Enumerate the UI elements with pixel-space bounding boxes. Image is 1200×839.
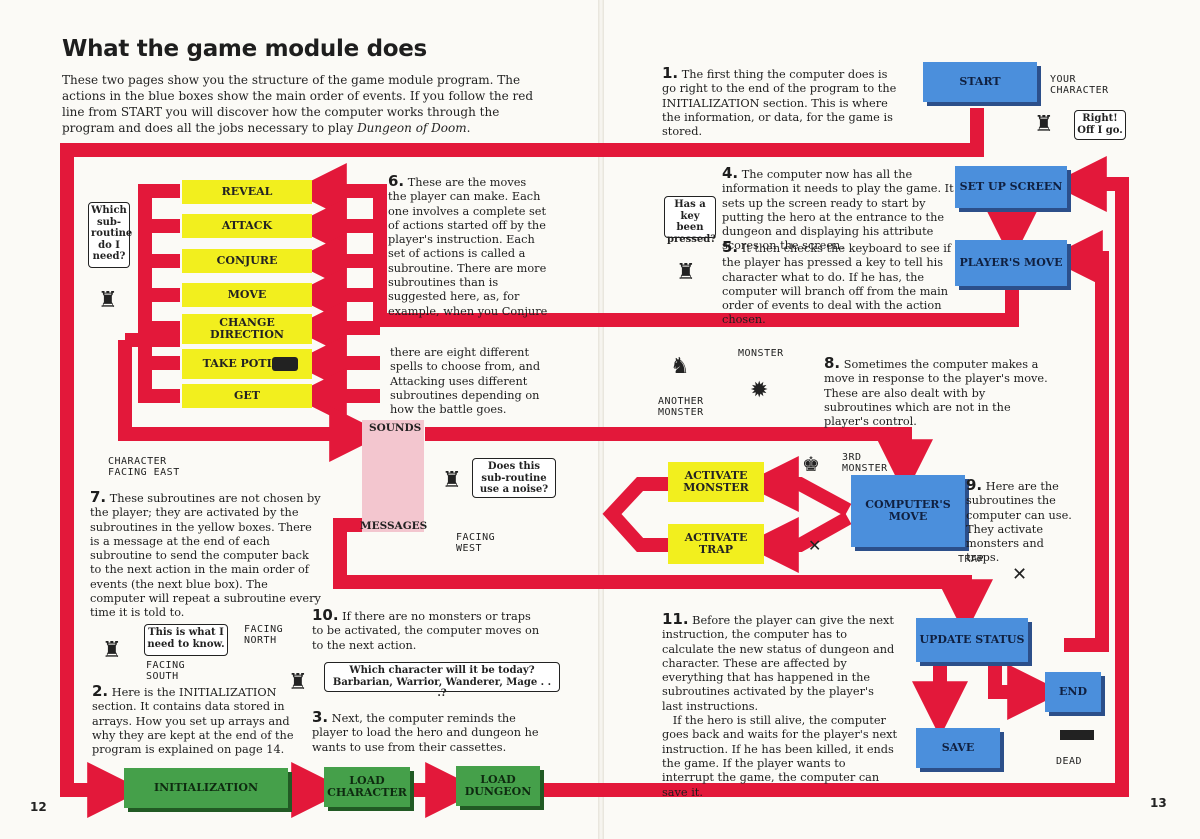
flow-update-to-end bbox=[988, 662, 1064, 720]
subroutine-move: MOVE bbox=[182, 283, 312, 307]
monster-icon: ✹ bbox=[750, 378, 769, 403]
flow-to-computers-move bbox=[425, 427, 933, 496]
note-7: 7. These subroutines are not chosen by t… bbox=[90, 488, 321, 620]
label-facing-west: FACING WEST bbox=[456, 532, 496, 554]
save-box: SAVE bbox=[916, 728, 1000, 768]
activate-trap-box: ACTIVATE TRAP bbox=[668, 524, 764, 564]
note-10: 10. If there are no monsters or traps to… bbox=[312, 606, 540, 652]
end-box: END bbox=[1045, 672, 1101, 712]
dead-character-icon bbox=[1060, 730, 1094, 740]
load-character-box: LOAD CHARACTER bbox=[324, 767, 410, 807]
character-east-icon: ♜ bbox=[98, 288, 118, 313]
potion-icon bbox=[272, 357, 298, 371]
flow-to-activate-trap bbox=[742, 511, 852, 573]
start-box: START bbox=[923, 62, 1037, 102]
note-1: 1. The first thing the computer does is … bbox=[662, 64, 897, 139]
label-facing-north: FACING NORTH bbox=[244, 624, 284, 646]
note-4: 4. The computer now has all the informat… bbox=[722, 164, 954, 253]
label-third-monster: 3RD MONSTER bbox=[842, 452, 888, 474]
character-north-icon: ♜ bbox=[288, 670, 308, 695]
note-9: 9. Here are the subroutines the computer… bbox=[966, 476, 1072, 565]
activate-monster-box: ACTIVATE MONSTER bbox=[668, 462, 764, 502]
setup-screen-box: SET UP SCREEN bbox=[955, 166, 1067, 208]
label-another-monster: ANOTHER MONSTER bbox=[658, 396, 704, 418]
update-status-box: UPDATE STATUS bbox=[916, 618, 1028, 662]
another-monster-icon: ♞ bbox=[670, 354, 690, 379]
your-character-icon: ♜ bbox=[1034, 112, 1054, 137]
page-title: What the game module does bbox=[62, 36, 427, 62]
trap-2-icon: ✕ bbox=[1012, 564, 1028, 585]
third-monster-icon: ♚ bbox=[802, 452, 820, 476]
sounds-label: SOUNDS bbox=[369, 422, 422, 434]
subroutine-attack: ATTACK bbox=[182, 214, 312, 238]
subroutine-conjure: CONJURE bbox=[182, 249, 312, 273]
messages-label: MESSAGES bbox=[360, 520, 428, 532]
bubble-noise: Does this sub-routine use a noise? bbox=[472, 458, 556, 498]
bubble-right-off-i-go: Right! Off I go. bbox=[1074, 110, 1126, 140]
subroutine-change-direction: CHANGE DIRECTION bbox=[182, 314, 312, 344]
note-5: 5. It then checks the keyboard to see if… bbox=[722, 238, 952, 327]
label-trap: TRAP bbox=[958, 554, 985, 565]
page-number-left: 12 bbox=[30, 800, 47, 814]
initialization-box: INITIALIZATION bbox=[124, 768, 288, 808]
label-monster: MONSTER bbox=[738, 348, 784, 359]
note-8: 8. Sometimes the computer makes a move i… bbox=[824, 354, 1048, 429]
note-3: 3. Next, the computer reminds the player… bbox=[312, 708, 539, 754]
intro-text: These two pages show you the structure o… bbox=[62, 73, 534, 135]
flow-activate-return bbox=[602, 477, 668, 552]
bubble-key-pressed: Has a key been pressed? bbox=[664, 196, 716, 245]
flow-loaddungeon-to-setup bbox=[542, 156, 1129, 797]
book-gutter bbox=[598, 0, 604, 839]
note-2: 2. Here is the INITIALIZATION section. I… bbox=[92, 682, 294, 757]
sounds-messages-panel bbox=[362, 420, 424, 532]
flow-messages bbox=[333, 518, 993, 636]
label-dead: DEAD bbox=[1056, 756, 1083, 767]
computers-move-box: COMPUTER'S MOVE bbox=[851, 475, 965, 547]
trap-icon: ✕ bbox=[808, 536, 822, 555]
label-character-facing-east: CHARACTER FACING EAST bbox=[108, 456, 180, 478]
bubble-which-character: Which character will it be today? Barbar… bbox=[324, 662, 560, 699]
bubble-which-subroutine: Which sub-routine do I need? bbox=[88, 202, 132, 268]
load-dungeon-box: LOAD DUNGEON bbox=[456, 766, 540, 806]
label-facing-south: FACING SOUTH bbox=[146, 660, 186, 682]
subroutine-get: GET bbox=[182, 384, 312, 408]
label-your-character: YOUR CHARACTER bbox=[1050, 74, 1109, 96]
note-6: 6. These are the moves the player can ma… bbox=[388, 172, 548, 318]
flow-playersmove-to-subroutines bbox=[290, 163, 1019, 327]
character-south-icon: ♜ bbox=[102, 638, 122, 663]
character-west-icon: ♜ bbox=[442, 468, 462, 493]
bubble-need-to-know: This is what I need to know. bbox=[144, 624, 228, 656]
flow-start-to-init bbox=[60, 108, 984, 818]
page-number-right: 13 bbox=[1150, 796, 1167, 810]
character-icon: ♜ bbox=[676, 260, 696, 285]
players-move-box: PLAYER'S MOVE bbox=[955, 240, 1067, 286]
flow-update-to-playersmove bbox=[1046, 230, 1109, 652]
flow-to-activate-monster bbox=[742, 456, 852, 517]
subroutine-reveal: REVEAL bbox=[182, 180, 312, 204]
note-11: 11. Before the player can give the next … bbox=[662, 610, 898, 799]
note-6-continued: there are eight different spells to choo… bbox=[390, 346, 541, 417]
